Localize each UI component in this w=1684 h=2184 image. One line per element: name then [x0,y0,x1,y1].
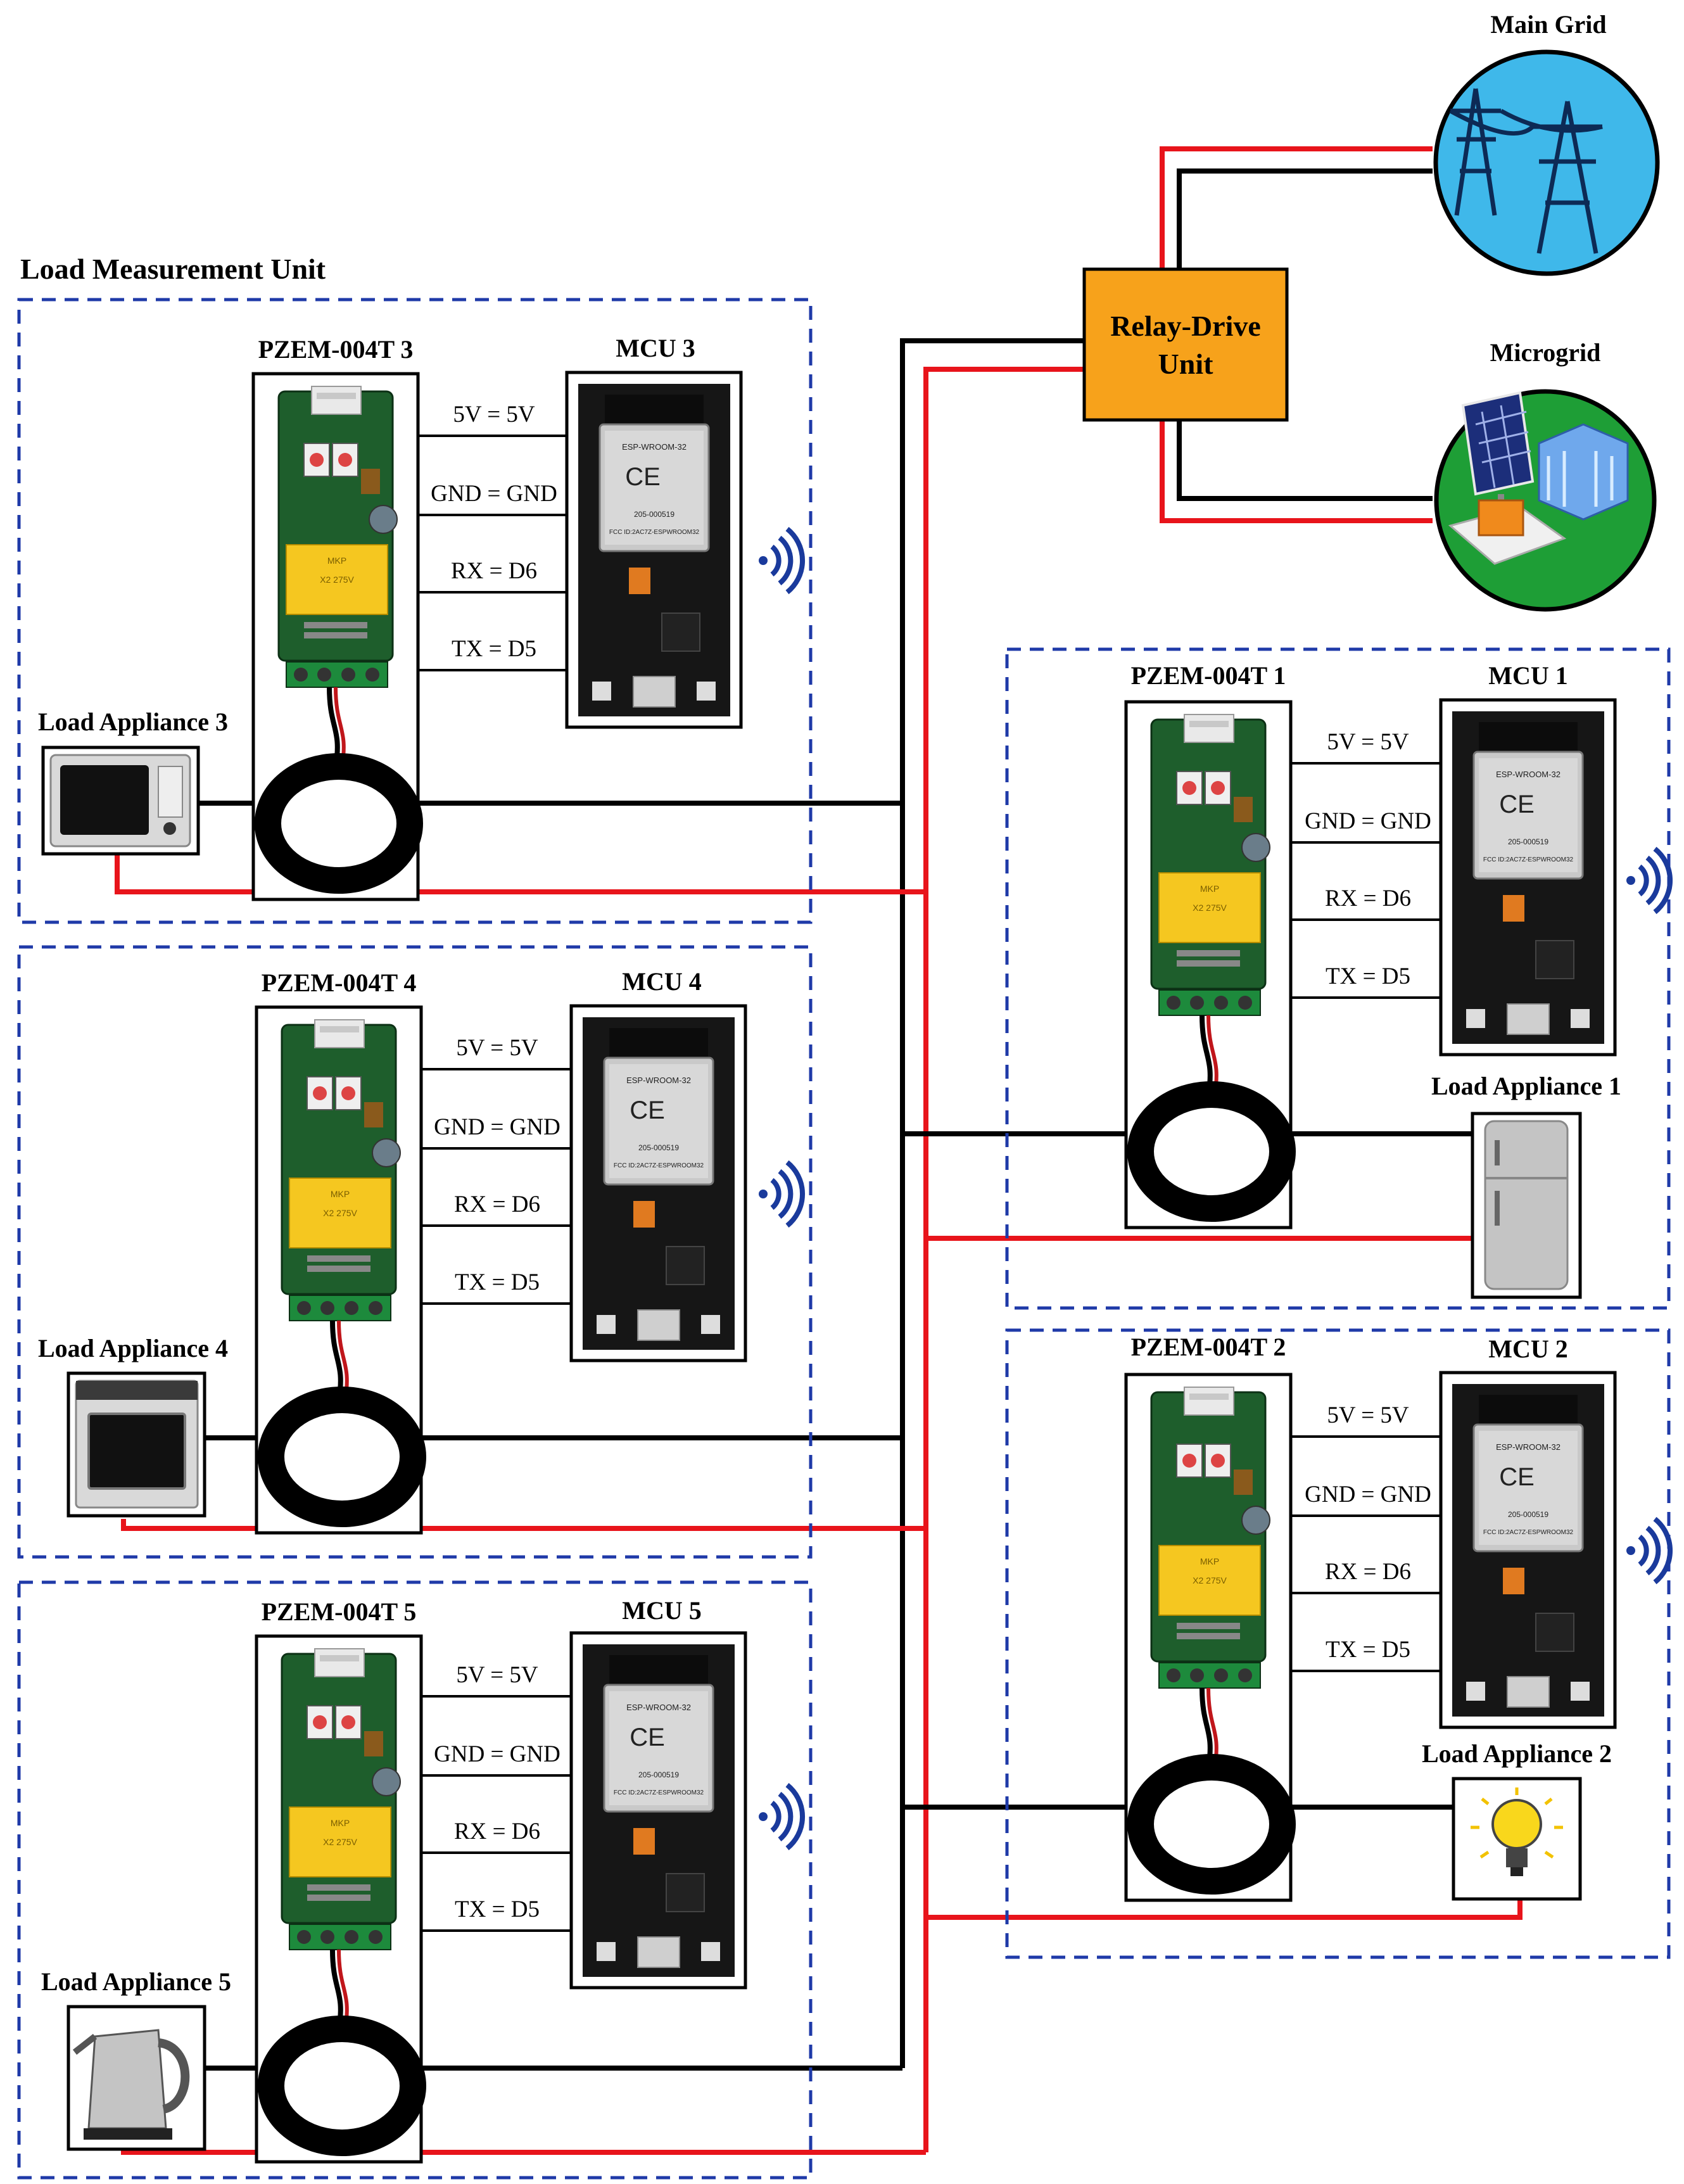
measurement-unit-3: PZEM-004T 3 MCU 3 5V = 5V GND = GND RX =… [38,334,802,899]
uart-wires [1291,1435,1441,1672]
pin-tx: TX = D5 [1326,1637,1410,1663]
wire-micro-live [1160,420,1433,523]
wire-grid-live [1160,146,1433,268]
wire-grid-neutral [1177,168,1433,268]
mcu-board [1441,1373,1615,1727]
uart-wires [421,1068,571,1305]
wire-bus-neutral [900,338,1084,2068]
relay-drive-box [1082,267,1289,422]
wifi-icon [759,1785,802,1848]
main-grid-label: Main Grid [1490,10,1606,39]
group-box-unit-2 [1005,1328,1671,1959]
oven-icon [66,1371,206,1518]
pzem-module [1126,1375,1291,1900]
pin-rx: RX = D6 [1325,1559,1411,1585]
pzem-label: PZEM-004T 5 [262,1597,417,1626]
appliance-label: Load Appliance 3 [38,708,228,736]
refrigerator-icon [1471,1112,1582,1299]
mcu-label: MCU 5 [622,1596,702,1625]
relay-drive-label-line2: Unit [1158,348,1214,380]
pzem-module [1126,702,1291,1228]
pin-rx: RX = D6 [1325,886,1411,911]
pin-gnd: GND = GND [434,1114,560,1140]
mcu-label: MCU 2 [1488,1335,1568,1363]
mcu-label: MCU 4 [622,967,702,996]
pin-tx: TX = D5 [1326,963,1410,989]
pin-tx: TX = D5 [455,1896,540,1922]
mcu-board [571,1633,745,1988]
appliance-label: Load Appliance 5 [41,1967,231,1996]
mcu-label: MCU 3 [616,334,695,362]
pzem-label: PZEM-004T 1 [1131,661,1286,690]
pzem-module [253,374,418,899]
uart-wires [418,435,567,671]
group-boxes [17,298,1671,2180]
pin-rx: RX = D6 [454,1819,540,1844]
appliance-label: Load Appliance 4 [38,1334,228,1362]
wifi-icon [759,1162,802,1226]
appliance-label: Load Appliance 2 [1422,1739,1612,1768]
measurement-unit-2: PZEM-004T 2 MCU 2 5V = 5V GND = GND RX =… [1126,1333,1670,1900]
pzem-module [256,1007,421,1533]
pin-5v: 5V = 5V [1327,729,1409,755]
kettle-icon [66,2005,206,2151]
battery-icon [1448,499,1567,565]
mcu-board [1441,700,1615,1055]
pin-rx: RX = D6 [451,558,537,584]
wifi-icon [1626,849,1670,912]
pin-gnd: GND = GND [434,1741,560,1767]
pin-tx: TX = D5 [452,636,536,662]
pin-5v: 5V = 5V [456,1035,538,1061]
transmission-tower-icon [1449,88,1603,254]
group-box-unit-5 [17,1580,813,2180]
pin-tx: TX = D5 [455,1269,540,1295]
measurement-unit-4: PZEM-004T 4 MCU 4 5V = 5V GND = GND RX =… [38,967,802,1533]
pin-gnd: GND = GND [1305,1482,1431,1508]
pin-gnd: GND = GND [431,481,557,507]
microgrid-label: Microgrid [1490,338,1601,367]
group-box-unit-4 [17,945,813,1559]
diagram-title: Load Measurement Unit [20,253,326,285]
pzem-label: PZEM-004T 3 [258,335,414,364]
light-bulb-icon [1452,1777,1582,1901]
building-icon [1538,423,1629,521]
pzem-module [256,1636,421,2162]
main-grid: Main Grid [1433,10,1660,276]
pin-5v: 5V = 5V [453,402,535,428]
mcu-board [571,1006,745,1361]
wire-bus-live [923,367,1084,2152]
pzem-label: PZEM-004T 2 [1131,1333,1286,1361]
pzem-label: PZEM-004T 4 [262,968,417,997]
relay-drive-unit: Relay-Drive Unit [1082,267,1289,422]
measurement-unit-1: PZEM-004T 1 MCU 1 5V = 5V GND = GND RX =… [1126,661,1670,1299]
wifi-icon [759,529,802,592]
relay-drive-label-line1: Relay-Drive [1110,310,1261,342]
wifi-icon [1626,1519,1670,1582]
microgrid: Microgrid [1434,338,1657,612]
group-box-unit-3 [17,298,813,924]
uart-wires [421,1695,571,1932]
mcu-label: MCU 1 [1488,661,1568,690]
measurement-unit-5: PZEM-004T 5 MCU 5 5V = 5V GND = GND RX =… [41,1596,802,2162]
microwave-icon [41,746,200,856]
appliance-label: Load Appliance 1 [1431,1072,1621,1100]
wire-micro-neutral [1177,420,1433,501]
uart-wires [1291,762,1441,999]
group-box-unit-1 [1005,647,1671,1310]
pin-rx: RX = D6 [454,1191,540,1217]
pin-gnd: GND = GND [1305,808,1431,834]
pin-5v: 5V = 5V [1327,1402,1409,1428]
mcu-board [567,372,741,727]
pin-5v: 5V = 5V [456,1662,538,1688]
